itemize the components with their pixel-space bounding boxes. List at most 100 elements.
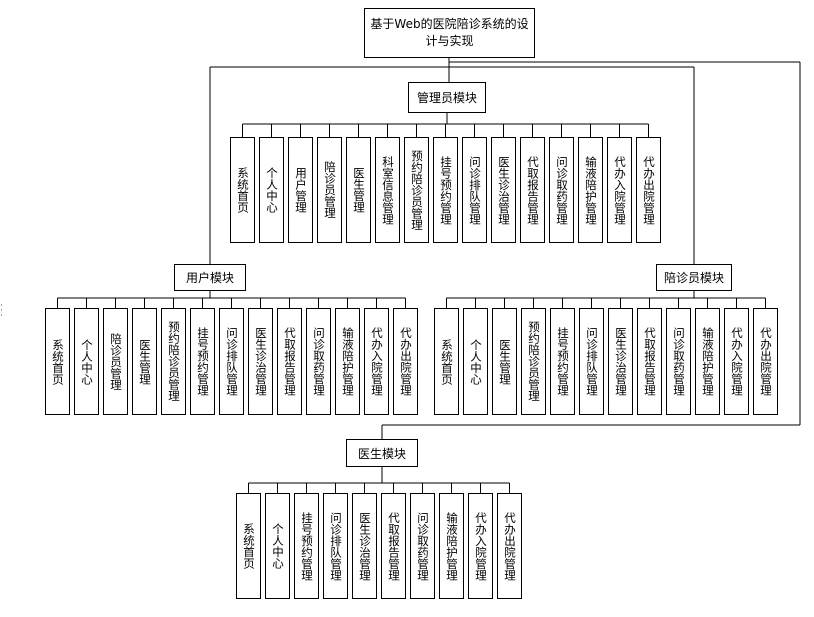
child-node-label: 预约陪诊员管理: [167, 321, 181, 402]
child-node-label: 科室信息管理: [381, 155, 395, 225]
child-node-label: 系统首页: [51, 338, 65, 385]
user-module-child-node: 代取报告管理: [277, 308, 302, 415]
user-module-child-node: 系统首页: [45, 308, 70, 415]
admin-module-child-node: 输液陪护管理: [578, 137, 603, 243]
child-node-label: 问诊取药管理: [416, 511, 430, 581]
admin-module-child-node: 挂号预约管理: [433, 137, 458, 243]
admin-module-child-node: 陪诊员管理: [317, 137, 342, 243]
doctor-module-child-node: 输液陪护管理: [439, 493, 464, 599]
child-node-label: 代办入院管理: [613, 155, 627, 225]
escort-module-child-node: 系统首页: [434, 308, 459, 415]
child-node-label: 挂号预约管理: [300, 511, 314, 581]
child-node-label: 系统首页: [236, 167, 250, 213]
user-module-child-node: 输液陪护管理: [335, 308, 360, 415]
child-node-label: 代取报告管理: [643, 327, 657, 396]
child-node-label: 陪诊员管理: [323, 161, 337, 219]
child-node-label: 代办出院管理: [503, 511, 517, 581]
doctor-module-child-node: 医生诊治管理: [352, 493, 377, 599]
doctor-module-child-node: 系统首页: [236, 493, 261, 599]
doctor-module-child-node: 代办入院管理: [468, 493, 493, 599]
child-node-label: 问诊取药管理: [312, 327, 326, 396]
admin-module-child-node: 医生诊治管理: [491, 137, 516, 243]
root-title-node: 基于Web的医院陪诊系统的设计与实现: [364, 8, 535, 58]
escort-module-child-node: 问诊排队管理: [579, 308, 604, 415]
child-node-label: 个人中心: [469, 338, 483, 385]
user-module-child-node: 问诊排队管理: [219, 308, 244, 415]
child-node-label: 挂号预约管理: [196, 327, 210, 396]
child-node-label: 输液陪护管理: [445, 511, 459, 581]
child-node-label: 输液陪护管理: [584, 155, 598, 225]
child-node-label: 代取报告管理: [283, 327, 297, 396]
user-module-child-node: 挂号预约管理: [190, 308, 215, 415]
admin-module-child-node: 问诊排队管理: [462, 137, 487, 243]
escort-module-child-node: 挂号预约管理: [550, 308, 575, 415]
child-node-label: 代办出院管理: [759, 327, 773, 396]
escort-module-label: 陪诊员模块: [663, 271, 724, 285]
escort-module-child-node: 预约陪诊员管理: [521, 308, 546, 415]
child-node-label: 医生管理: [138, 338, 152, 385]
child-node-label: 代办入院管理: [730, 327, 744, 396]
child-node-label: 医生诊治管理: [254, 327, 268, 396]
child-node-label: 医生诊治管理: [358, 511, 372, 581]
side-handle-icon: ···: [0, 301, 3, 321]
child-node-label: 系统首页: [440, 338, 454, 385]
doctor-module-node: 医生模块: [346, 439, 418, 467]
child-node-label: 问诊排队管理: [329, 511, 343, 581]
admin-module-child-node: 问诊取药管理: [549, 137, 574, 243]
user-module-child-node: 陪诊员管理: [103, 308, 128, 415]
child-node-label: 医生管理: [352, 167, 366, 213]
user-module-child-node: 代办出院管理: [393, 308, 418, 415]
admin-module-child-node: 预约陪诊员管理: [404, 137, 429, 243]
admin-module-label: 管理员模块: [416, 91, 477, 105]
child-node-label: 用户管理: [294, 167, 308, 213]
admin-module-child-node: 代办出院管理: [636, 137, 661, 243]
admin-module-child-node: 科室信息管理: [375, 137, 400, 243]
admin-module-child-node: 代取报告管理: [520, 137, 545, 243]
user-module-child-node: 问诊取药管理: [306, 308, 331, 415]
admin-module-node: 管理员模块: [408, 82, 486, 113]
root-title-text: 基于Web的医院陪诊系统的设计与实现: [370, 17, 529, 48]
child-node-label: 预约陪诊员管理: [410, 149, 424, 231]
doctor-module-child-node: 个人中心: [265, 493, 290, 599]
child-node-label: 输液陪护管理: [701, 327, 715, 396]
child-node-label: 挂号预约管理: [556, 327, 570, 396]
escort-module-child-node: 代办出院管理: [753, 308, 778, 415]
child-node-label: 代取报告管理: [526, 155, 540, 225]
child-node-label: 代办出院管理: [642, 155, 656, 225]
child-node-label: 问诊排队管理: [468, 155, 482, 225]
admin-module-child-node: 系统首页: [230, 137, 255, 243]
doctor-module-child-node: 问诊取药管理: [410, 493, 435, 599]
user-module-label: 用户模块: [185, 271, 234, 285]
child-node-label: 问诊排队管理: [225, 327, 239, 396]
escort-module-child-node: 医生管理: [492, 308, 517, 415]
child-node-label: 问诊取药管理: [672, 327, 686, 396]
user-module-child-node: 代办入院管理: [364, 308, 389, 415]
escort-module-node: 陪诊员模块: [656, 264, 732, 291]
child-node-label: 医生诊治管理: [497, 155, 511, 225]
escort-module-child-node: 代取报告管理: [637, 308, 662, 415]
escort-module-child-node: 输液陪护管理: [695, 308, 720, 415]
admin-module-child-node: 用户管理: [288, 137, 313, 243]
child-node-label: 系统首页: [242, 523, 256, 569]
admin-module-child-node: 医生管理: [346, 137, 371, 243]
doctor-module-child-node: 代办出院管理: [497, 493, 522, 599]
doctor-module-label: 医生模块: [357, 446, 406, 461]
escort-module-child-node: 个人中心: [463, 308, 488, 415]
admin-module-child-node: 代办入院管理: [607, 137, 632, 243]
child-node-label: 挂号预约管理: [439, 155, 453, 225]
user-module-child-node: 预约陪诊员管理: [161, 308, 186, 415]
child-node-label: 代办入院管理: [370, 327, 384, 396]
child-node-label: 医生诊治管理: [614, 327, 628, 396]
child-node-label: 代取报告管理: [387, 511, 401, 581]
doctor-module-child-node: 挂号预约管理: [294, 493, 319, 599]
escort-module-child-node: 问诊取药管理: [666, 308, 691, 415]
child-node-label: 个人中心: [271, 523, 285, 569]
child-node-label: 问诊排队管理: [585, 327, 599, 396]
doctor-module-child-node: 代取报告管理: [381, 493, 406, 599]
child-node-label: 代办出院管理: [399, 327, 413, 396]
user-module-child-node: 医生管理: [132, 308, 157, 415]
user-module-node: 用户模块: [174, 264, 246, 291]
doctor-module-child-node: 问诊排队管理: [323, 493, 348, 599]
